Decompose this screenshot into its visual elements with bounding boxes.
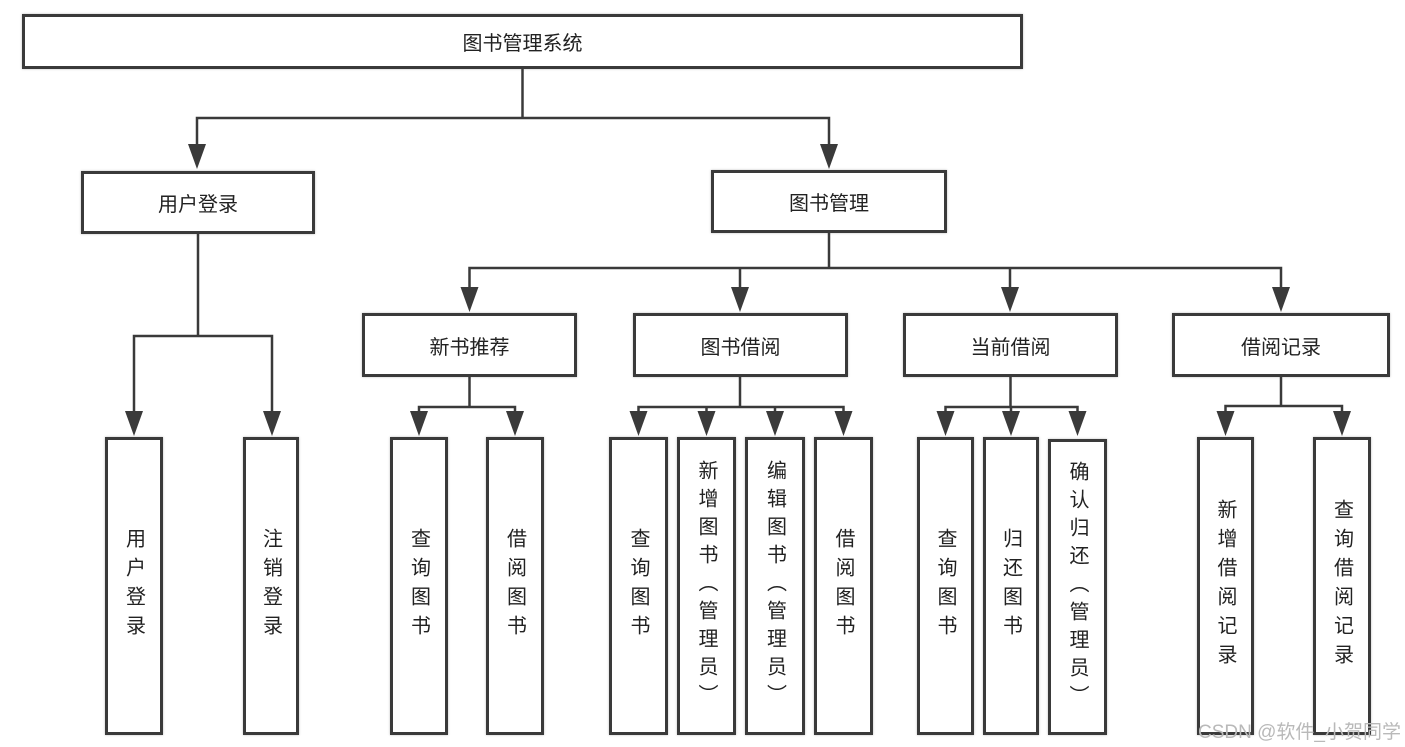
node-borrow-records: 借阅记录 bbox=[1172, 313, 1390, 377]
arrowhead-down-icon bbox=[1001, 287, 1019, 312]
leaf-query-books-2-label: 查询图书 bbox=[627, 528, 649, 644]
arrowhead-down-icon bbox=[834, 411, 853, 436]
leaf-confirm-return-admin-label: 确认归还（管理员） bbox=[1066, 461, 1088, 713]
node-book-borrow: 图书借阅 bbox=[633, 313, 848, 377]
arrowhead-down-icon bbox=[629, 411, 648, 436]
arrowhead-down-icon bbox=[1068, 411, 1087, 436]
leaf-borrow-books-1: 借阅图书 bbox=[486, 437, 544, 735]
arrowhead-down-icon bbox=[1272, 287, 1290, 312]
arrowhead-down-icon bbox=[125, 411, 143, 436]
connector-line bbox=[195, 116, 831, 150]
node-new-books: 新书推荐 bbox=[362, 313, 577, 377]
connector-line bbox=[637, 405, 845, 417]
arrowhead-down-icon bbox=[1216, 411, 1235, 436]
arrowhead-down-icon bbox=[1333, 411, 1351, 436]
node-user-login-label: 用户登录 bbox=[158, 194, 238, 216]
leaf-query-books-3: 查询图书 bbox=[917, 437, 974, 735]
leaf-borrow-books-2: 借阅图书 bbox=[814, 437, 873, 735]
arrowhead-down-icon bbox=[936, 411, 955, 436]
connector-line bbox=[132, 334, 274, 416]
leaf-confirm-return-admin: 确认归还（管理员） bbox=[1048, 439, 1107, 735]
leaf-query-borrow-record: 查询借阅记录 bbox=[1313, 437, 1371, 735]
leaf-return-books: 归还图书 bbox=[983, 437, 1039, 735]
leaf-logout-label: 注销登录 bbox=[259, 528, 282, 644]
leaf-add-borrow-record-label: 新增借阅记录 bbox=[1214, 499, 1236, 673]
arrowhead-down-icon bbox=[1002, 411, 1020, 436]
leaf-user-login: 用户登录 bbox=[105, 437, 163, 735]
leaf-query-books-1: 查询图书 bbox=[390, 437, 448, 735]
arrowhead-down-icon bbox=[410, 411, 428, 436]
leaf-borrow-books-2-label: 借阅图书 bbox=[832, 528, 854, 644]
node-book-mgmt-label: 图书管理 bbox=[789, 193, 869, 215]
leaf-query-books-3-label: 查询图书 bbox=[934, 528, 956, 644]
arrowhead-down-icon bbox=[731, 287, 749, 312]
leaf-return-books-label: 归还图书 bbox=[999, 528, 1022, 644]
leaf-edit-books-admin: 编辑图书（管理员） bbox=[745, 437, 805, 735]
connector-line bbox=[468, 266, 1283, 294]
arrowhead-down-icon bbox=[460, 287, 479, 312]
node-current-borrow-label: 当前借阅 bbox=[970, 336, 1051, 359]
arrowhead-down-icon bbox=[506, 411, 524, 436]
connector-line bbox=[417, 405, 517, 417]
node-user-login: 用户登录 bbox=[81, 171, 315, 234]
node-book-borrow-label: 图书借阅 bbox=[700, 336, 781, 359]
node-root-label: 图书管理系统 bbox=[462, 33, 583, 55]
leaf-add-books-admin: 新增图书（管理员） bbox=[677, 437, 736, 735]
leaf-logout: 注销登录 bbox=[243, 437, 299, 735]
arrowhead-down-icon bbox=[697, 411, 716, 436]
leaf-query-borrow-record-label: 查询借阅记录 bbox=[1330, 499, 1353, 673]
node-root: 图书管理系统 bbox=[22, 14, 1023, 69]
node-borrow-records-label: 借阅记录 bbox=[1241, 336, 1321, 359]
leaf-add-borrow-record: 新增借阅记录 bbox=[1197, 437, 1254, 735]
leaf-query-books-1-label: 查询图书 bbox=[407, 528, 430, 644]
arrowhead-down-icon bbox=[188, 144, 206, 169]
watermark: CSDN @软件_小贺同学 bbox=[1198, 722, 1401, 743]
leaf-add-books-admin-label: 新增图书（管理员） bbox=[695, 460, 717, 712]
node-new-books-label: 新书推荐 bbox=[429, 336, 510, 359]
leaf-user-login-label: 用户登录 bbox=[122, 528, 145, 644]
node-current-borrow: 当前借阅 bbox=[903, 313, 1118, 377]
leaf-edit-books-admin-label: 编辑图书（管理员） bbox=[763, 460, 786, 712]
arrowhead-down-icon bbox=[766, 411, 784, 436]
connector-line bbox=[1224, 404, 1344, 417]
arrowhead-down-icon bbox=[263, 411, 281, 436]
arrowhead-down-icon bbox=[820, 144, 838, 169]
leaf-query-books-2: 查询图书 bbox=[609, 437, 668, 735]
node-book-mgmt: 图书管理 bbox=[711, 170, 947, 233]
connector-line bbox=[944, 405, 1079, 417]
leaf-borrow-books-1-label: 借阅图书 bbox=[503, 528, 526, 644]
